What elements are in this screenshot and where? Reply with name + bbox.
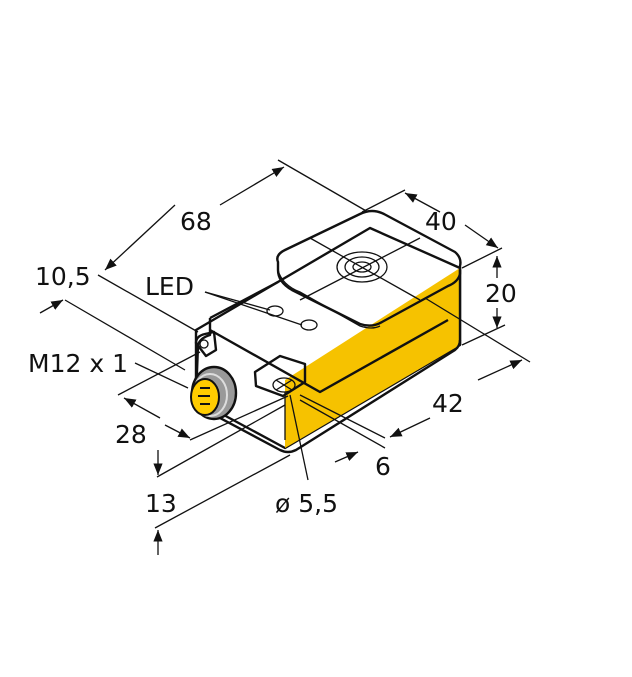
dim-connector-depth-label: 28 (115, 420, 147, 449)
hole-diameter-label: ø 5,5 (275, 489, 338, 518)
m12-connector-icon (190, 365, 238, 421)
dim-bottom-offset-label: 13 (145, 489, 177, 518)
led-2-icon (300, 319, 318, 331)
dim-width-label: 40 (425, 207, 457, 236)
dim-mount-spacing-label: 42 (432, 389, 464, 418)
dimension-lines (39, 159, 531, 555)
dim-offset-top-label: 10,5 (35, 262, 91, 291)
sensor-body (194, 209, 462, 454)
led-label: LED (145, 272, 194, 301)
dim-height-label: 20 (485, 279, 517, 308)
connector-label: M12 x 1 (28, 349, 128, 378)
dim-hole-offset-label: 6 (375, 452, 391, 481)
dim-length-label: 68 (180, 207, 212, 236)
